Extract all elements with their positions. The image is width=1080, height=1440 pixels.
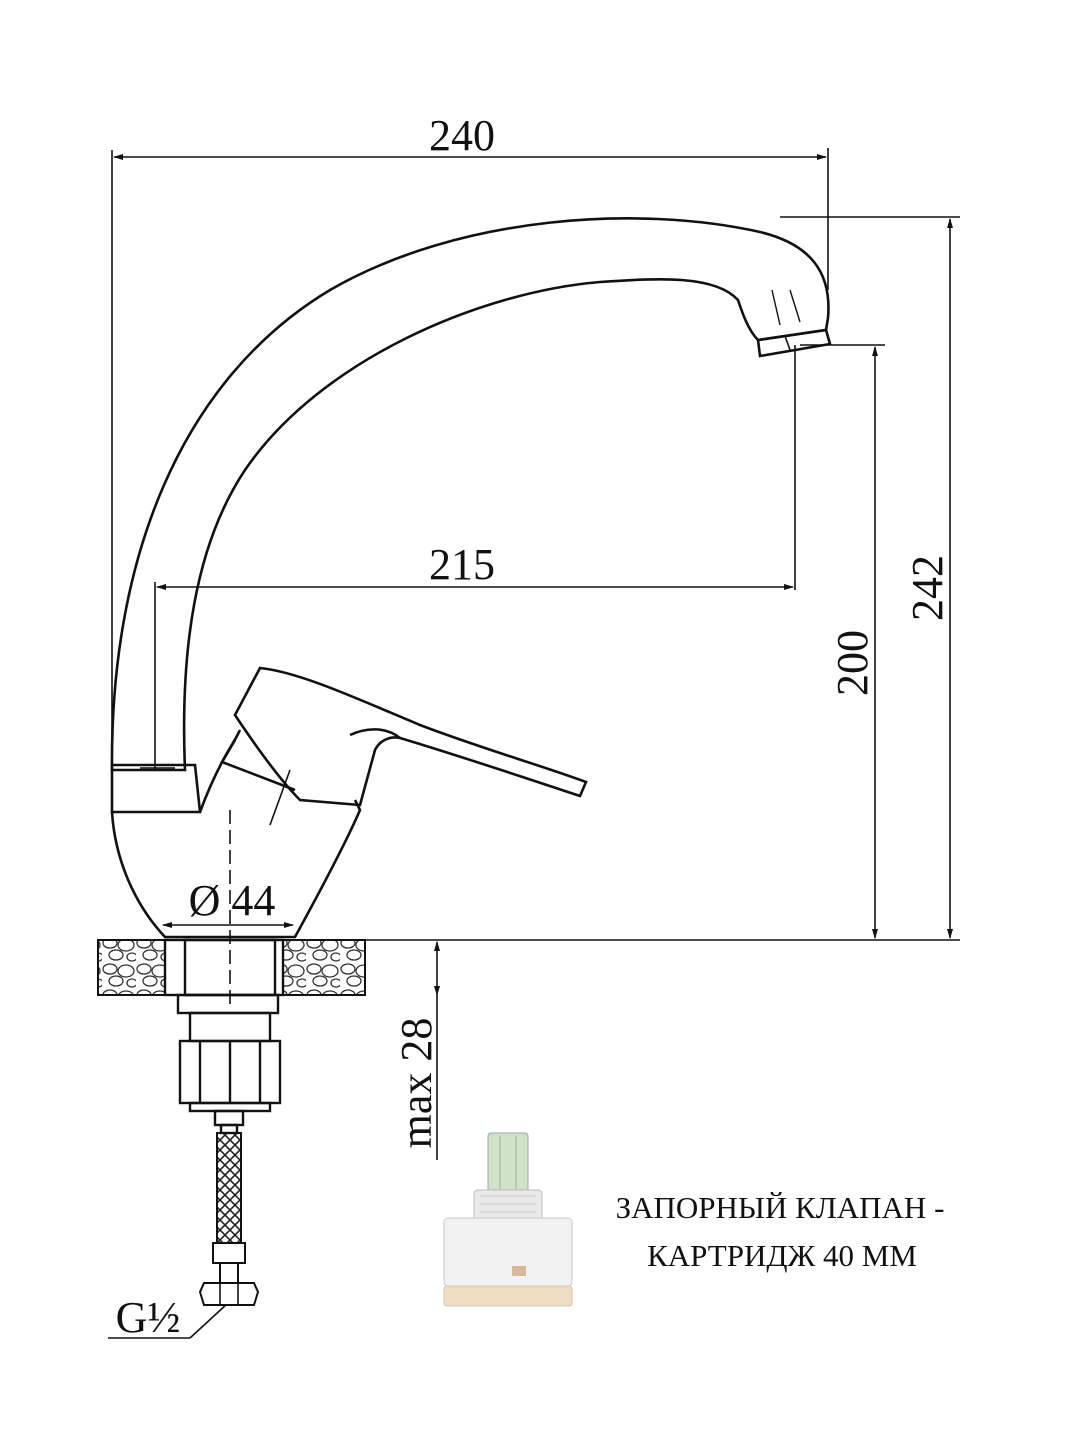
flexible-hose (198, 1132, 260, 1306)
dim-spout-reach-label: 215 (429, 540, 495, 589)
cartridge-image (443, 1132, 573, 1307)
spout (110, 217, 832, 814)
lever-handle (220, 666, 588, 826)
dim-max-thickness-label: max 28 (392, 1018, 441, 1149)
countertop (97, 939, 366, 996)
dim-spout-height-label: 200 (828, 630, 877, 696)
dim-thread-label: G½ (116, 1293, 181, 1342)
dim-total-width-label: 240 (429, 111, 495, 160)
dim-total-height-label: 242 (903, 555, 952, 621)
caption-line-2: КАРТРИДЖ 40 ММ (647, 1238, 917, 1273)
mounting-assembly (163, 938, 285, 1135)
dim-base-diameter-label: Ø 44 (189, 876, 276, 925)
dimension-lines (108, 148, 960, 1339)
caption-line-1: ЗАПОРНЫЙ КЛАПАН - (616, 1190, 945, 1225)
